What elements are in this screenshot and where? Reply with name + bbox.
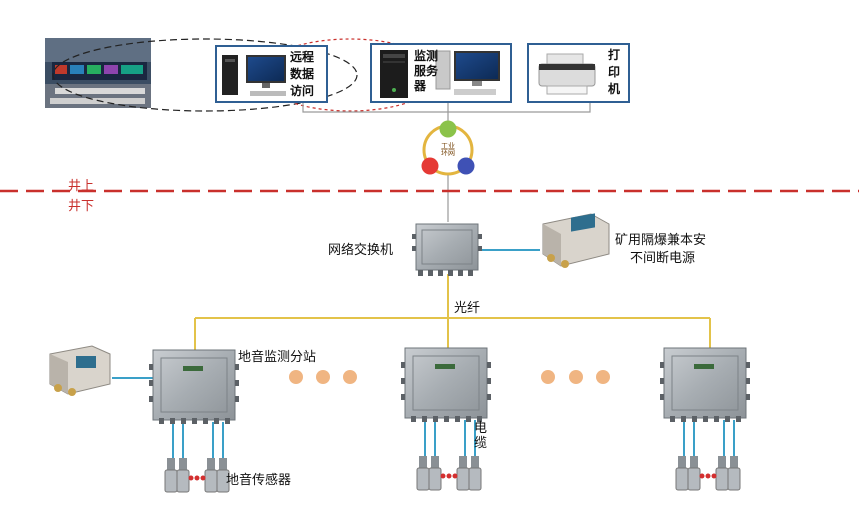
desktop-computer-icon <box>222 55 286 96</box>
substation-2 <box>401 347 491 491</box>
substation-1 <box>149 349 239 493</box>
substation-3 <box>660 347 750 491</box>
fiber-network <box>194 274 711 352</box>
fiber-label: 光纤 <box>454 301 481 316</box>
sensor-icon <box>176 458 190 493</box>
more-substations-dots <box>289 370 610 384</box>
server-monitor-icon <box>435 50 500 95</box>
sensor-icon <box>416 456 430 491</box>
sensor-icon <box>715 456 729 491</box>
more-sensors-dots <box>699 473 717 479</box>
sensor-icon <box>727 456 741 491</box>
sensor-icon <box>675 456 689 491</box>
server-tower-icon <box>380 50 408 98</box>
sensor-icon <box>428 456 442 491</box>
ups-enclosure-icon <box>542 213 610 268</box>
ups-enclosure-left-icon <box>49 345 111 396</box>
surface-label: 井上 <box>68 179 95 194</box>
more-sensors-dots <box>188 475 206 481</box>
sensor-icon <box>204 458 218 493</box>
monitor-server-label: 监测服务器 <box>414 49 439 93</box>
sensor-label: 地音传感器 <box>226 473 292 488</box>
sensor-icon <box>468 456 482 491</box>
switch-enclosure-icon <box>412 223 482 276</box>
industrial-ring-icon <box>421 120 475 176</box>
switch-label: 网络交换机 <box>328 243 394 258</box>
sensor-icon <box>164 458 178 493</box>
ups-label-line1: 矿用隔爆兼本安 <box>615 233 707 248</box>
ring-label: 工业环网 <box>441 142 455 157</box>
substation-label: 地音监测分站 <box>238 350 317 365</box>
remote-access-label: 远程数据访问 <box>290 50 315 98</box>
monitor-server-terminal <box>370 43 512 103</box>
remote-access-link <box>52 38 358 112</box>
more-sensors-dots <box>440 473 458 479</box>
printer-terminal <box>527 43 630 103</box>
ups-label-line2: 不间断电源 <box>630 251 696 266</box>
sensor-icon <box>687 456 701 491</box>
printer-label: 打印机 <box>608 48 621 96</box>
remote-access-terminal <box>215 45 328 103</box>
underground-label: 井下 <box>68 199 95 214</box>
sensor-icon <box>456 456 470 491</box>
printer-icon <box>538 53 596 95</box>
cable-label: 电缆 <box>474 421 488 451</box>
sensor-icon <box>216 458 230 493</box>
